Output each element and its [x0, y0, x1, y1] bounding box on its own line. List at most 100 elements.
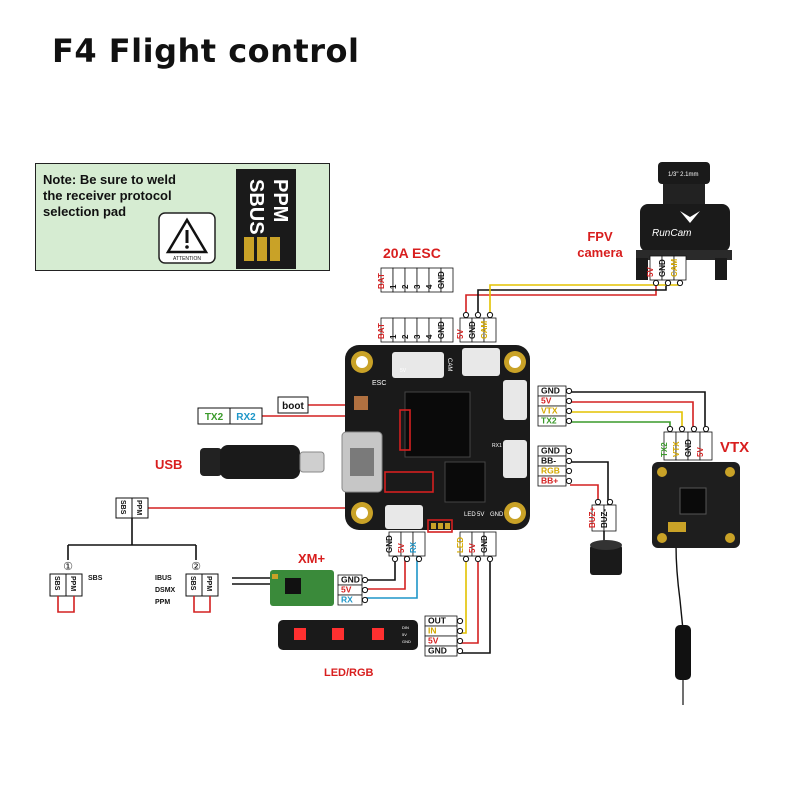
led-strip-gnd: GND: [402, 639, 411, 644]
pin-label: 3: [413, 284, 422, 289]
pin-label: BUZ+: [588, 507, 597, 528]
pin-label: GND: [341, 575, 360, 585]
cam-connector: [462, 348, 500, 376]
protocol-dsmx: DSMX: [155, 587, 176, 594]
pad-label-ppm: PPM: [269, 179, 291, 222]
note-line-1: Note: Be sure to weld: [43, 172, 176, 187]
buzzer-pins: BUZ+BUZ-: [588, 498, 617, 532]
pin-label: 1: [389, 334, 398, 339]
pin-label: TX2: [541, 416, 557, 426]
attention-text: ATTENTION: [173, 256, 201, 262]
wire-buz-minus: [570, 461, 609, 505]
silk-rx1: RX1: [492, 443, 502, 449]
wire-rx-5v: [364, 555, 406, 590]
silk-gnd: GND: [490, 512, 504, 518]
wire-cam-gnd: [477, 282, 667, 320]
pin-label: 4: [425, 284, 434, 289]
camera-label-line-1: FPV: [587, 229, 613, 244]
wire-vtx-gnd: [565, 391, 706, 432]
pin-label: RX: [409, 541, 418, 553]
vtx-module: [652, 462, 740, 548]
rx2-label: RX2: [236, 412, 256, 423]
vtx-label: VTX: [720, 439, 749, 456]
vtx-connector: [503, 380, 527, 420]
attention-icon: ATTENTION: [158, 212, 216, 264]
vtx-antenna: [675, 625, 691, 705]
boot-label: boot: [282, 401, 304, 412]
flight-controller-board: ESC CAM LED 5V GND RX1 5V: [341, 345, 530, 533]
page-title: F4 Flight control: [52, 32, 360, 70]
buzzer: [590, 540, 622, 575]
protocol-pad-graphic: SBUS PPM: [236, 169, 296, 269]
option2-ppm: PPM: [205, 576, 212, 591]
pin-label: 5V: [397, 543, 406, 553]
pad-ppm-label: PPM: [135, 500, 142, 515]
xm-receiver: [270, 570, 334, 606]
silk-led: LED: [464, 512, 476, 518]
pin-label: BUZ-: [600, 509, 609, 528]
pin-label: RX: [341, 595, 353, 605]
tx2-label: TX2: [205, 412, 224, 423]
pin-label: 4: [425, 334, 434, 339]
led-label: LED/RGB: [324, 667, 374, 679]
pin-label: GND: [684, 439, 693, 457]
pin-label: 5V: [428, 636, 439, 646]
usb-cable: [200, 445, 325, 479]
pin-label: LED: [456, 537, 465, 553]
pin-label: BAT: [377, 273, 386, 289]
option-1-marker: ①: [63, 561, 73, 573]
pin-label: GND: [468, 321, 477, 339]
pad-sbs-label: SBS: [119, 500, 126, 515]
rx-connector: [385, 505, 423, 529]
pin-label: CAM: [670, 258, 679, 277]
protocol-ibus: IBUS: [155, 575, 172, 582]
pin-label: VTX: [672, 441, 681, 457]
pin-label: 2: [401, 284, 410, 289]
pin-label: OUT: [428, 616, 447, 626]
pin-label: GND: [541, 386, 560, 396]
pin-label: GND: [437, 271, 446, 289]
silk-esc: ESC: [372, 380, 386, 387]
led-strip-5v: 5V: [402, 632, 407, 637]
pin-label: RGB: [541, 466, 560, 476]
pin-label: BAT: [377, 323, 386, 339]
pin-label: 5V: [696, 447, 705, 457]
boot-label-box: [277, 396, 309, 414]
wire-cam-signal: [489, 282, 679, 320]
pad-label-sbus: SBUS: [245, 179, 267, 235]
pin-label: CAM: [480, 320, 489, 339]
protocol-ppm: PPM: [155, 599, 170, 606]
pin-label: 5V: [646, 267, 655, 277]
led-strip-din: DIN: [402, 625, 409, 630]
option2-sbs: SBS: [189, 576, 196, 591]
wire-rx-signal: [364, 555, 418, 599]
note-line-2: the receiver protocol: [43, 188, 172, 203]
note-box: Note: Be sure to weld the receiver proto…: [35, 163, 330, 271]
pin-label: GND: [658, 259, 667, 277]
boot-button[interactable]: [354, 396, 368, 410]
wire-vtx-5v: [565, 401, 694, 432]
silk-5v: 5V: [477, 512, 484, 518]
silk-5v-2: 5V: [400, 368, 407, 374]
pin-label: TX2: [660, 442, 669, 457]
option1-sbs-text: SBS: [88, 575, 103, 582]
pin-label: GND: [541, 446, 560, 456]
silk-cam: CAM: [446, 358, 452, 371]
camera-label-line-2: camera: [577, 245, 623, 260]
note-line-3: selection pad: [43, 204, 127, 219]
xm-label: XM+: [298, 551, 326, 566]
pin-label: GND: [428, 646, 447, 656]
esc-connector: [392, 352, 444, 378]
option-2-marker: ②: [191, 561, 201, 573]
wire-vtx-signal: [565, 411, 683, 432]
wire-buz-plus: [570, 484, 599, 505]
wire-rx-gnd: [364, 555, 396, 581]
wire-led-5v: [460, 555, 479, 644]
camera-lens-text: 1/3" 2.1mm: [668, 172, 698, 178]
